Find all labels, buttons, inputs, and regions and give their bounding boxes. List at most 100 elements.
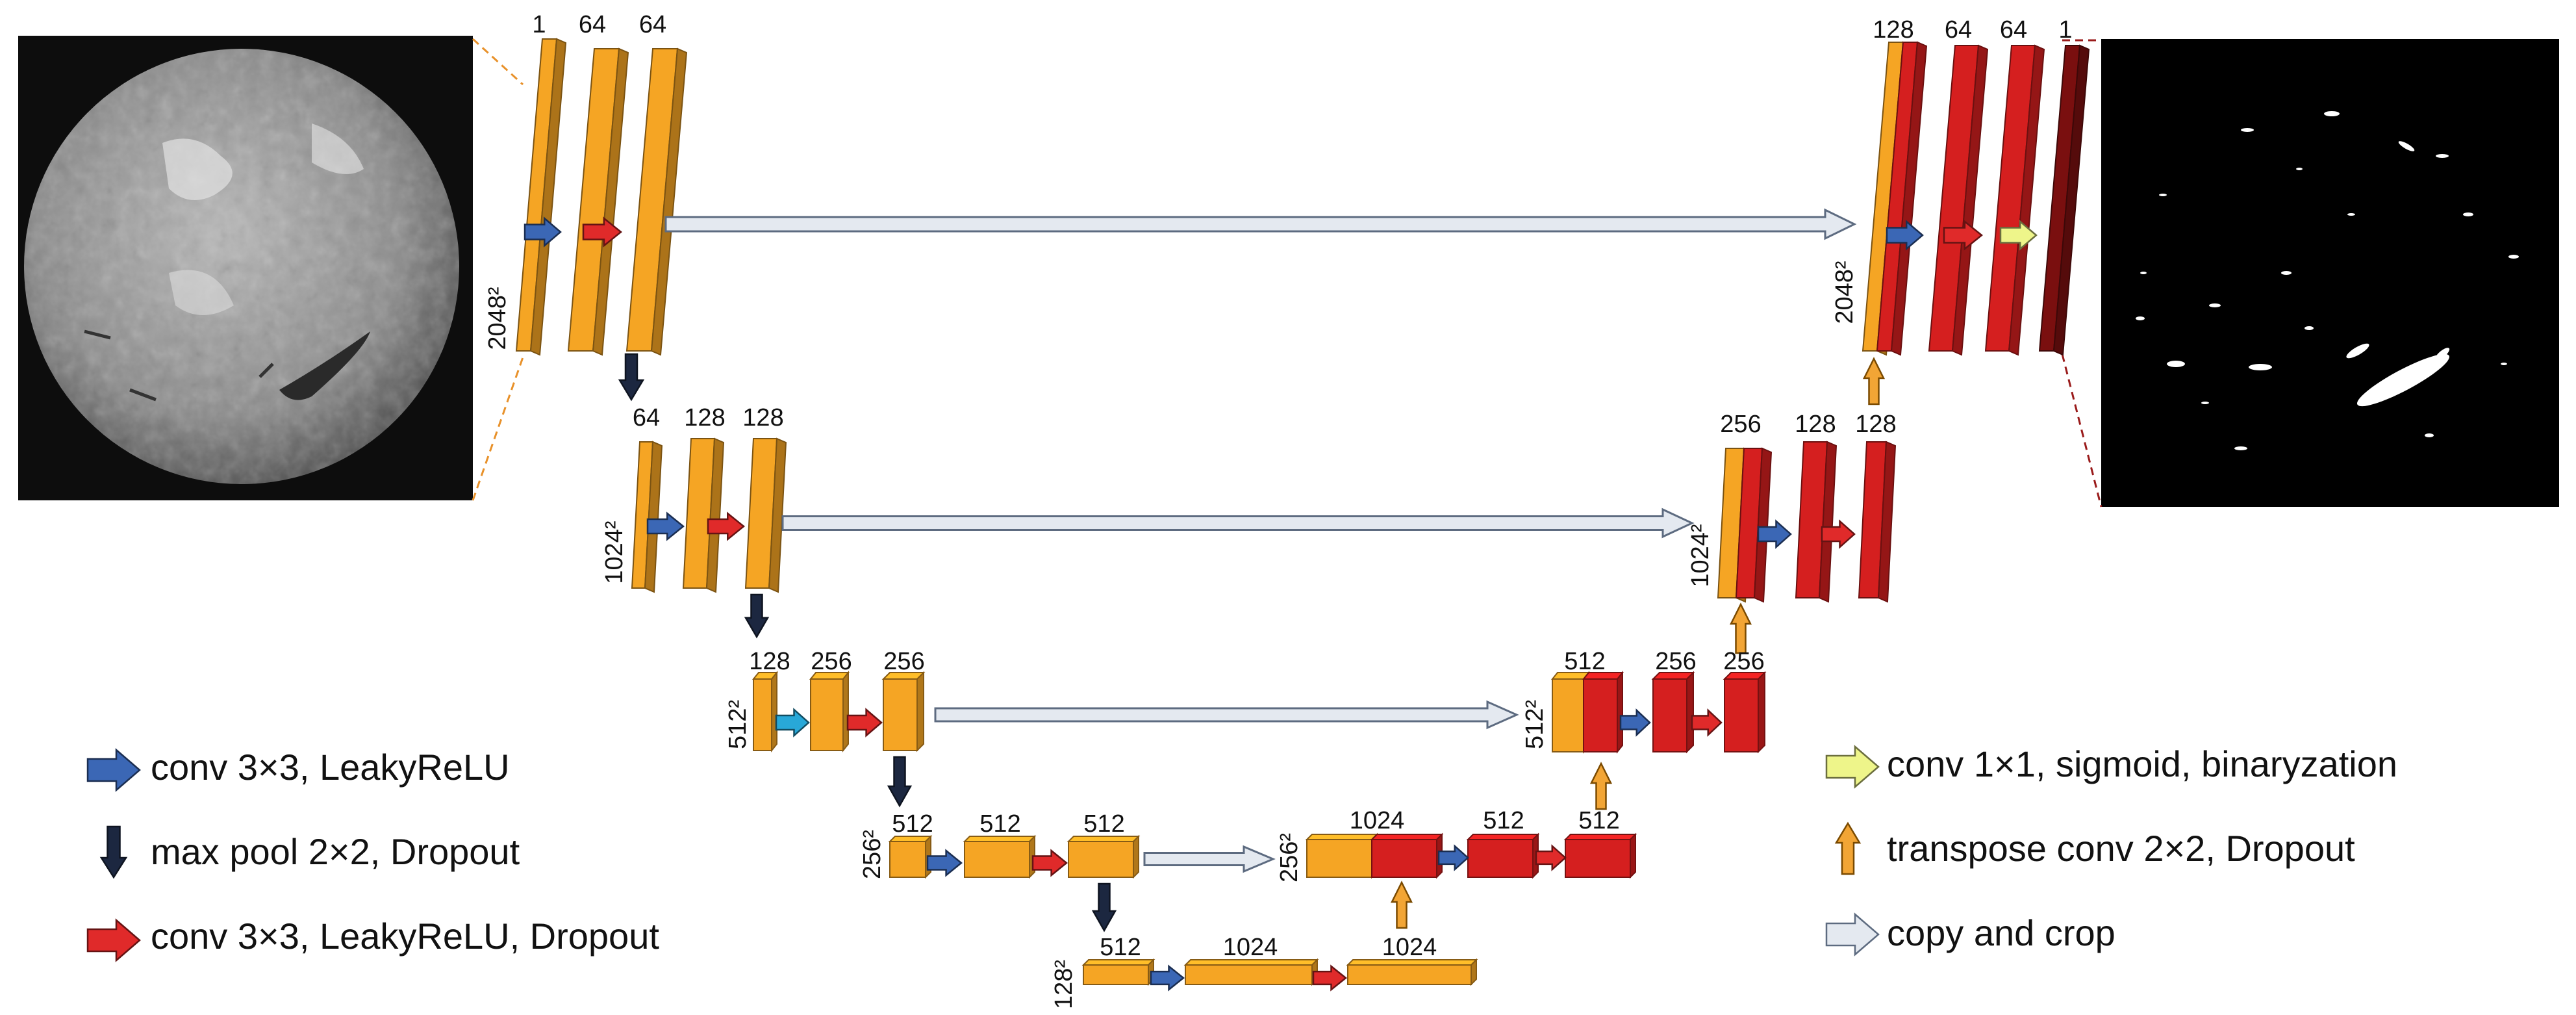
enc1-channels-1: 1 xyxy=(532,11,546,38)
legend-yellow-arrow xyxy=(1825,745,1880,789)
binary-mask-image xyxy=(2101,39,2559,507)
dec4-block-1a xyxy=(1305,832,1379,879)
enc3-block-3 xyxy=(881,671,926,752)
enc3-conv-dropout-arrow xyxy=(846,708,883,738)
bott-conv-arrow xyxy=(1150,964,1185,992)
solar-disk-image xyxy=(18,36,473,500)
enc3-resolution: 512² xyxy=(724,700,751,749)
network-blocks xyxy=(515,38,2090,986)
dec2-resolution: 1024² xyxy=(1687,524,1714,587)
bott-channels-2: 1024 xyxy=(1223,934,1278,961)
dec1-channels-3: 64 xyxy=(2000,16,2027,44)
legend-up-arrow xyxy=(1834,821,1862,875)
enc3-maxpool-arrow xyxy=(887,756,913,808)
dec1-channels-2: 64 xyxy=(1945,16,1972,44)
legend-transpose-label: transpose conv 2×2, Dropout xyxy=(1887,828,2355,869)
dec4-conv-arrow xyxy=(1437,844,1469,871)
bott-channels-1: 512 xyxy=(1100,934,1141,961)
enc1-channels-2: 64 xyxy=(579,11,606,38)
dec4-channels-1: 1024 xyxy=(1350,807,1405,834)
enc3-channels-2: 256 xyxy=(811,648,852,675)
enc4-conv-arrow xyxy=(926,849,963,877)
bott-conv-dropout-arrow xyxy=(1312,964,1348,992)
dec1-block-4 xyxy=(2038,44,2090,356)
dec1-channels-4: 1 xyxy=(2058,16,2072,44)
copy-arrow-level4 xyxy=(1143,845,1276,873)
yellow-arrow-icon xyxy=(1825,745,1880,789)
enc2-block-3 xyxy=(744,437,787,593)
legend-conv-dropout: conv 3×3, LeakyReLU, Dropout xyxy=(86,916,659,962)
dec3-channels-1: 512 xyxy=(1564,648,1605,675)
enc1-resolution: 2048² xyxy=(484,287,511,350)
enc4-resolution: 256² xyxy=(859,830,886,879)
dec2-block-1b xyxy=(1735,447,1773,603)
enc1-conv-arrow xyxy=(524,216,562,248)
blue-arrow-icon xyxy=(86,748,141,792)
legend-transpose: transpose conv 2×2, Dropout xyxy=(1834,821,2355,875)
output-guide-lines xyxy=(2061,39,2102,508)
legend-red-arrow xyxy=(86,918,141,962)
legend-conv1x1: conv 1×1, sigmoid, binaryzation xyxy=(1825,743,2397,789)
enc3-block-2 xyxy=(809,671,850,752)
dec1-conv-dropout-arrow xyxy=(1943,220,1983,251)
enc4-channels-1: 512 xyxy=(892,810,933,838)
dec3-conv-arrow xyxy=(1619,708,1651,737)
enc3-block-1 xyxy=(751,671,779,752)
network-labels: 1 64 64 2048² 64 128 128 1024² 128 256 256 512² 512 5… xyxy=(484,11,2073,1009)
dec4-transpose-arrow xyxy=(1390,880,1413,929)
enc4-channels-3: 512 xyxy=(1083,810,1124,838)
dec3-block-3 xyxy=(1723,671,1767,754)
dec1-block-3 xyxy=(1984,44,2045,356)
legend-conv-dropout-label: conv 3×3, LeakyReLU, Dropout xyxy=(151,916,659,957)
dec4-conv-dropout-arrow xyxy=(1535,844,1567,871)
dec1-channels-1: 128 xyxy=(1873,16,1913,44)
bott-block-3 xyxy=(1346,958,1478,986)
dec1-transpose-arrow xyxy=(1862,357,1886,405)
dec2-conv-arrow xyxy=(1757,519,1792,549)
enc3-conv-arrow xyxy=(775,708,810,738)
dec1-block-1b xyxy=(1876,41,1928,356)
legend-copy-arrow xyxy=(1825,912,1880,957)
bott-channels-3: 1024 xyxy=(1382,934,1437,961)
enc1-conv-dropout-arrow xyxy=(582,216,622,248)
enc4-conv-dropout-arrow xyxy=(1031,849,1068,877)
up-arrow-icon xyxy=(1834,821,1862,875)
dec1-conv1x1-arrow xyxy=(1999,220,2038,251)
legend-copy-label: copy and crop xyxy=(1887,912,2115,953)
enc4-block-3 xyxy=(1067,834,1141,879)
dec4-block-1b xyxy=(1370,832,1444,879)
enc1-block-1 xyxy=(515,38,567,356)
dec2-channels-1: 256 xyxy=(1720,411,1761,438)
dec2-channels-2: 128 xyxy=(1795,411,1836,438)
enc2-channels-3: 128 xyxy=(742,404,783,431)
enc2-block-1 xyxy=(631,441,663,593)
dec4-channels-3: 512 xyxy=(1578,807,1619,834)
legend-conv-label: conv 3×3, LeakyReLU xyxy=(151,747,510,788)
legend-copy: copy and crop xyxy=(1825,912,2115,957)
copy-arrow-level1 xyxy=(664,208,1857,240)
enc1-block-3 xyxy=(625,47,688,356)
enc4-block-2 xyxy=(963,834,1037,879)
dec3-block-2 xyxy=(1651,671,1695,754)
legend-conv1x1-label: conv 1×1, sigmoid, binaryzation xyxy=(1887,743,2397,784)
dec3-block-1b xyxy=(1582,671,1624,754)
dec2-block-3 xyxy=(1858,441,1897,603)
dec3-resolution: 512² xyxy=(1521,700,1548,749)
enc2-channels-2: 128 xyxy=(684,404,725,431)
dec1-block-2 xyxy=(1928,44,1989,356)
dec1-conv-arrow xyxy=(1886,220,1924,251)
dec2-block-2 xyxy=(1795,441,1837,603)
enc1-channels-3: 64 xyxy=(639,11,666,38)
enc2-block-2 xyxy=(682,437,725,593)
dec4-channels-2: 512 xyxy=(1483,807,1524,834)
enc4-block-1 xyxy=(888,834,933,879)
enc2-channels-1: 64 xyxy=(633,404,660,431)
enc2-conv-dropout-arrow xyxy=(707,511,745,541)
dec2-conv-dropout-arrow xyxy=(1821,519,1856,549)
dec4-block-3 xyxy=(1563,832,1637,879)
legend-left: conv 3×3, LeakyReLU max pool 2×2, Dropou… xyxy=(86,747,659,962)
red-arrow-icon xyxy=(86,918,141,962)
enc2-maxpool-arrow xyxy=(744,593,770,639)
enc1-maxpool-arrow xyxy=(618,353,645,402)
